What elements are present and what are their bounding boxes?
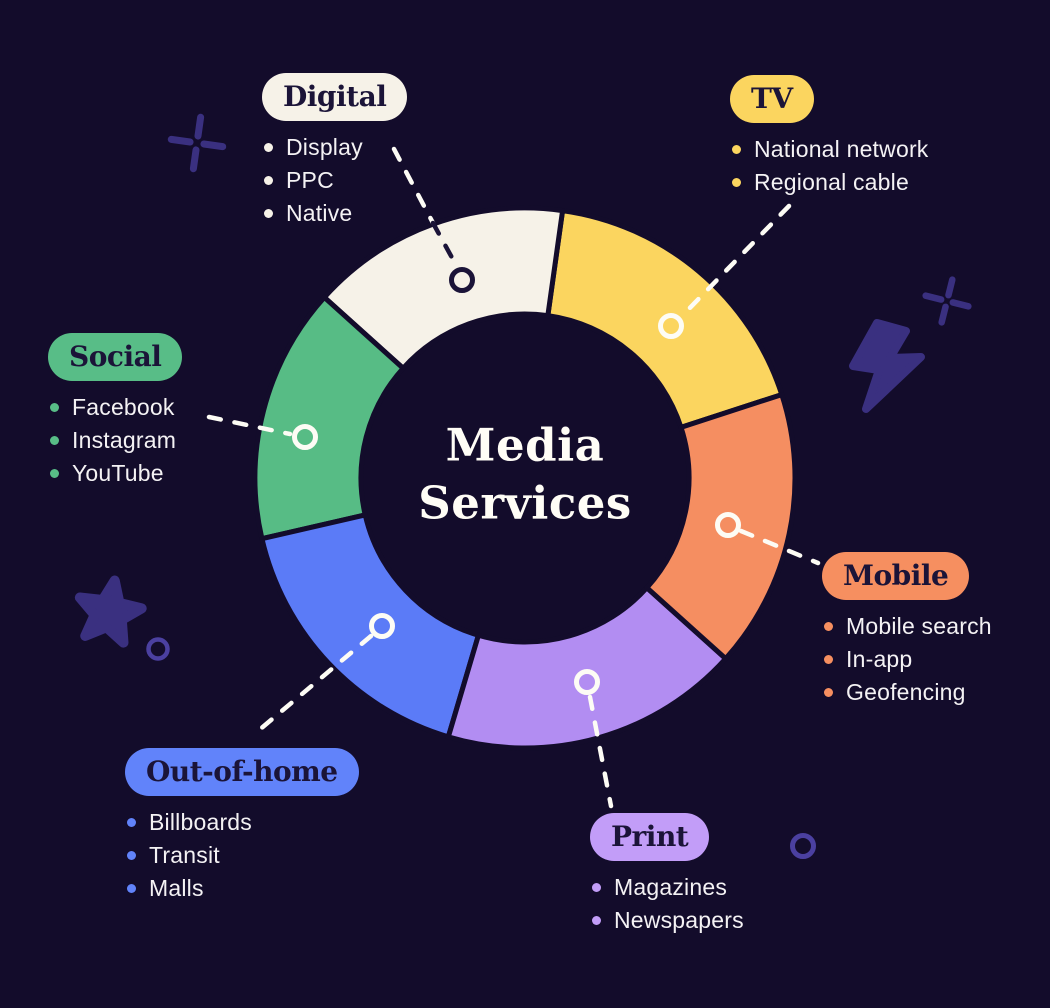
bullet-dot — [264, 143, 273, 152]
bullet-dot — [127, 851, 136, 860]
category-list-social: Facebook Instagram YouTube — [50, 391, 182, 490]
bullet-dot — [264, 209, 273, 218]
connector-ring-mobile — [715, 512, 741, 538]
connector-line-digital — [391, 146, 436, 226]
connector-line-digital — [430, 220, 459, 268]
list-item: Facebook — [50, 391, 182, 424]
category-list-mobile: Mobile search In-app Geofencing — [824, 610, 992, 709]
bullet-dot — [50, 436, 59, 445]
chart-center-title: Media Services — [418, 416, 631, 531]
bullet-dot — [732, 145, 741, 154]
label-group-social: Social Facebook Instagram YouTube — [48, 333, 183, 490]
category-list-tv: National network Regional cable — [732, 133, 929, 199]
bullet-label: Native — [286, 200, 353, 226]
connector-line-print — [587, 694, 614, 809]
list-item: Magazines — [592, 871, 744, 904]
list-item: Newspapers — [592, 904, 744, 937]
bullet-label: Display — [286, 134, 363, 160]
category-list-print: Magazines Newspapers — [592, 871, 744, 937]
bullet-label: National network — [754, 136, 929, 162]
list-item: National network — [732, 133, 929, 166]
bullet-label: Malls — [149, 875, 204, 901]
category-pill-print: Print — [590, 813, 710, 861]
donut-segment-mobile — [644, 392, 798, 662]
bullet-label: In-app — [846, 646, 913, 672]
title-line-1: Media — [445, 418, 605, 472]
bullet-label: Transit — [149, 842, 220, 868]
bullet-dot — [264, 176, 273, 185]
donut-segment-print — [445, 585, 729, 751]
bullet-label: Instagram — [72, 427, 177, 453]
connector-ring-digital — [449, 267, 475, 293]
list-item: Native — [264, 197, 407, 230]
list-item: YouTube — [50, 457, 182, 490]
bullet-dot — [732, 178, 741, 187]
category-list-out-of-home: Billboards Transit Malls — [127, 806, 359, 905]
bullet-dot — [592, 883, 601, 892]
bullet-label: Mobile search — [846, 613, 992, 639]
bullet-dot — [50, 469, 59, 478]
label-group-digital: Digital Display PPC Native — [262, 73, 408, 230]
category-pill-social: Social — [48, 333, 183, 381]
connector-line-social — [206, 414, 293, 437]
ring-icon — [790, 833, 816, 859]
title-line-2: Services — [418, 476, 632, 529]
bullet-dot — [824, 688, 833, 697]
list-item: Billboards — [127, 806, 359, 839]
connector-ring-social — [292, 424, 318, 450]
connector-line-tv — [678, 203, 792, 320]
category-pill-out-of-home: Out-of-home — [125, 748, 359, 796]
list-item: In-app — [824, 643, 992, 676]
bullet-dot — [50, 403, 59, 412]
bullet-dot — [592, 916, 601, 925]
bullet-label: Geofencing — [846, 679, 966, 705]
category-pill-tv: TV — [730, 75, 814, 123]
bullet-label: Billboards — [149, 809, 252, 835]
bullet-dot — [127, 818, 136, 827]
list-item: Transit — [127, 839, 359, 872]
bullet-label: Magazines — [614, 874, 728, 900]
list-item: Malls — [127, 872, 359, 905]
connector-ring-tv — [658, 313, 684, 339]
bullet-label: Newspapers — [614, 907, 744, 933]
connector-line-ooh — [255, 633, 374, 734]
bullet-dot — [824, 622, 833, 631]
sparkle-icon — [167, 113, 227, 173]
list-item: Geofencing — [824, 676, 992, 709]
label-group-tv: TV National network Regional cable — [730, 75, 929, 199]
bullet-label: YouTube — [72, 460, 164, 486]
sparkle-icon — [922, 276, 972, 326]
bullet-label: Facebook — [72, 394, 175, 420]
label-group-print: Print Magazines Newspapers — [590, 813, 744, 937]
connector-ring-print — [574, 669, 600, 695]
bullet-label: PPC — [286, 167, 334, 193]
list-item: Display — [264, 131, 407, 164]
ring-icon — [146, 637, 170, 661]
category-list-digital: Display PPC Native — [264, 131, 407, 230]
category-pill-mobile: Mobile — [822, 552, 970, 600]
category-pill-digital: Digital — [262, 73, 408, 121]
lightning-bolt-icon — [849, 319, 925, 413]
connector-line-mobile — [738, 528, 821, 566]
list-item: Regional cable — [732, 166, 929, 199]
label-group-mobile: Mobile Mobile search In-app Geofencing — [822, 552, 992, 709]
bullet-dot — [824, 655, 833, 664]
list-item: PPC — [264, 164, 407, 197]
bullet-label: Regional cable — [754, 169, 909, 195]
list-item: Instagram — [50, 424, 182, 457]
bullet-dot — [127, 884, 136, 893]
list-item: Mobile search — [824, 610, 992, 643]
connector-ring-ooh — [369, 613, 395, 639]
star-icon — [74, 575, 147, 648]
label-group-out-of-home: Out-of-home Billboards Transit Malls — [125, 748, 359, 905]
